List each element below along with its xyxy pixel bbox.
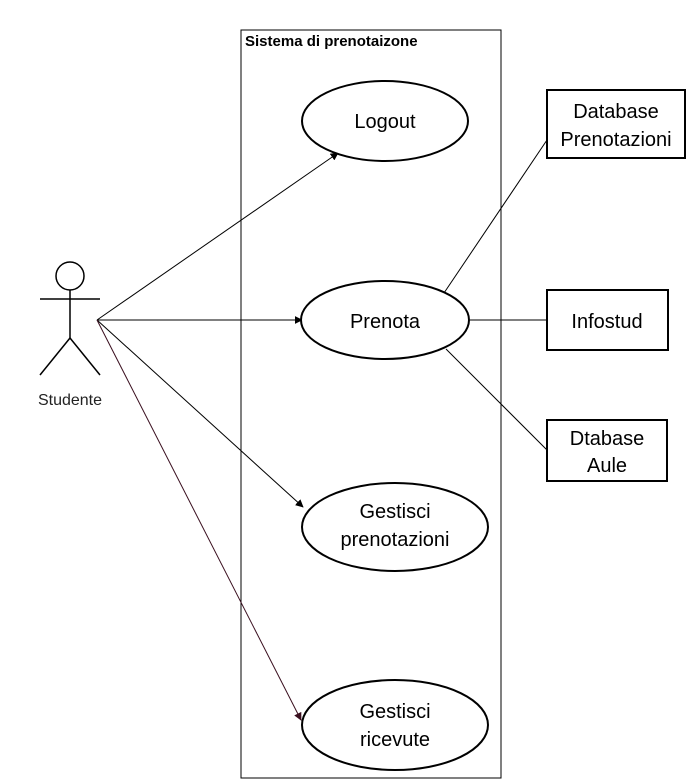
link-prenota-aule xyxy=(445,348,548,451)
actor-label: Studente xyxy=(38,392,102,409)
dtabase-aule-line1: Dtabase xyxy=(570,428,645,450)
use-case-logout: Logout xyxy=(301,80,469,162)
use-case-prenota: Prenota xyxy=(300,280,470,360)
database-prenotazioni-line1: Database xyxy=(573,101,659,123)
actor-studente xyxy=(39,261,101,376)
use-case-prenota-label: Prenota xyxy=(350,311,421,333)
use-case-gestisci-prenotazioni: Gestisci prenotazioni xyxy=(301,482,489,572)
assoc-gestisci-ricevute xyxy=(96,319,302,721)
actor-right-leg xyxy=(69,337,101,376)
use-case-gestisci-prenotazioni-line2: prenotazioni xyxy=(341,529,450,551)
infostud-label: Infostud xyxy=(571,311,642,333)
use-case-gestisci-ricevute-line1: Gestisci xyxy=(359,701,430,723)
use-case-gestisci-ricevute-line2: ricevute xyxy=(360,729,430,751)
external-infostud: Infostud xyxy=(546,289,669,351)
external-database-prenotazioni: Database Prenotazioni xyxy=(546,89,686,159)
system-title: Sistema di prenotaizone xyxy=(245,33,418,50)
use-case-gestisci-prenotazioni-line1: Gestisci xyxy=(359,501,430,523)
external-dtabase-aule: Dtabase Aule xyxy=(546,419,668,482)
actor-left-leg xyxy=(39,337,71,376)
actor-head xyxy=(55,261,85,291)
dtabase-aule-line2: Aule xyxy=(587,455,627,477)
use-case-logout-label: Logout xyxy=(354,111,416,133)
database-prenotazioni-line2: Prenotazioni xyxy=(560,129,671,151)
assoc-gestisci-prenotazioni xyxy=(96,319,304,508)
use-case-gestisci-ricevute: Gestisci ricevute xyxy=(301,679,489,771)
link-prenota-database xyxy=(443,139,548,294)
assoc-logout xyxy=(96,152,339,321)
